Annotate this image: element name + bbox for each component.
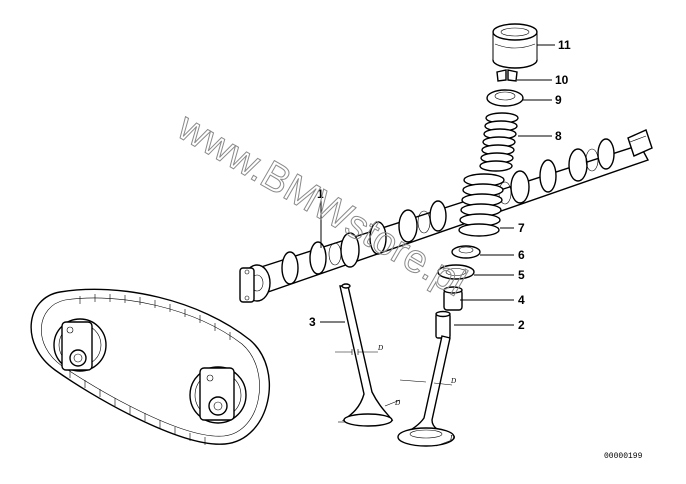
- intake-valve: [339, 283, 394, 427]
- callout-4: 4: [518, 293, 525, 307]
- callout-7: 7: [518, 221, 525, 235]
- callout-1: 1: [317, 187, 324, 201]
- tappet: [492, 23, 538, 69]
- callout-2: 2: [518, 318, 525, 332]
- callout-8: 8: [555, 129, 562, 143]
- valve-spring-inner: [458, 173, 505, 237]
- camshaft: [239, 129, 653, 303]
- valve-guide: [435, 310, 451, 339]
- callout-3: 3: [309, 315, 316, 329]
- dimension-lines: [335, 349, 453, 447]
- spring-seat: [451, 245, 481, 259]
- dimension-label-exhaust-head: D: [449, 434, 455, 442]
- callout-10: 10: [555, 73, 569, 87]
- stem-seal: [443, 286, 463, 311]
- callout-numbers: 1 2 3 4 5 6 7 8 9 10 11: [309, 38, 571, 332]
- callout-leaders: [320, 44, 555, 326]
- diagram-number: 00000199: [604, 452, 643, 461]
- cam-lobes: [281, 138, 615, 285]
- timing-chain-assembly: [30, 288, 271, 445]
- valve-keepers: [496, 69, 518, 82]
- callout-6: 6: [518, 248, 525, 262]
- callout-11: 11: [558, 38, 571, 52]
- dimension-label-intake-head: D: [394, 399, 400, 407]
- dimension-label-exhaust-stem: D: [450, 377, 456, 385]
- spring-retainer: [486, 89, 524, 107]
- dimension-label-intake-stem: D: [377, 344, 383, 352]
- valve-spring-outer: [479, 112, 519, 172]
- valve-train-stack: [435, 23, 538, 339]
- exhaust-valve: [397, 335, 455, 447]
- callout-9: 9: [555, 93, 562, 107]
- washer: [437, 264, 475, 280]
- watermark: www.BMWstore.pl: [170, 104, 474, 305]
- callout-5: 5: [518, 268, 525, 282]
